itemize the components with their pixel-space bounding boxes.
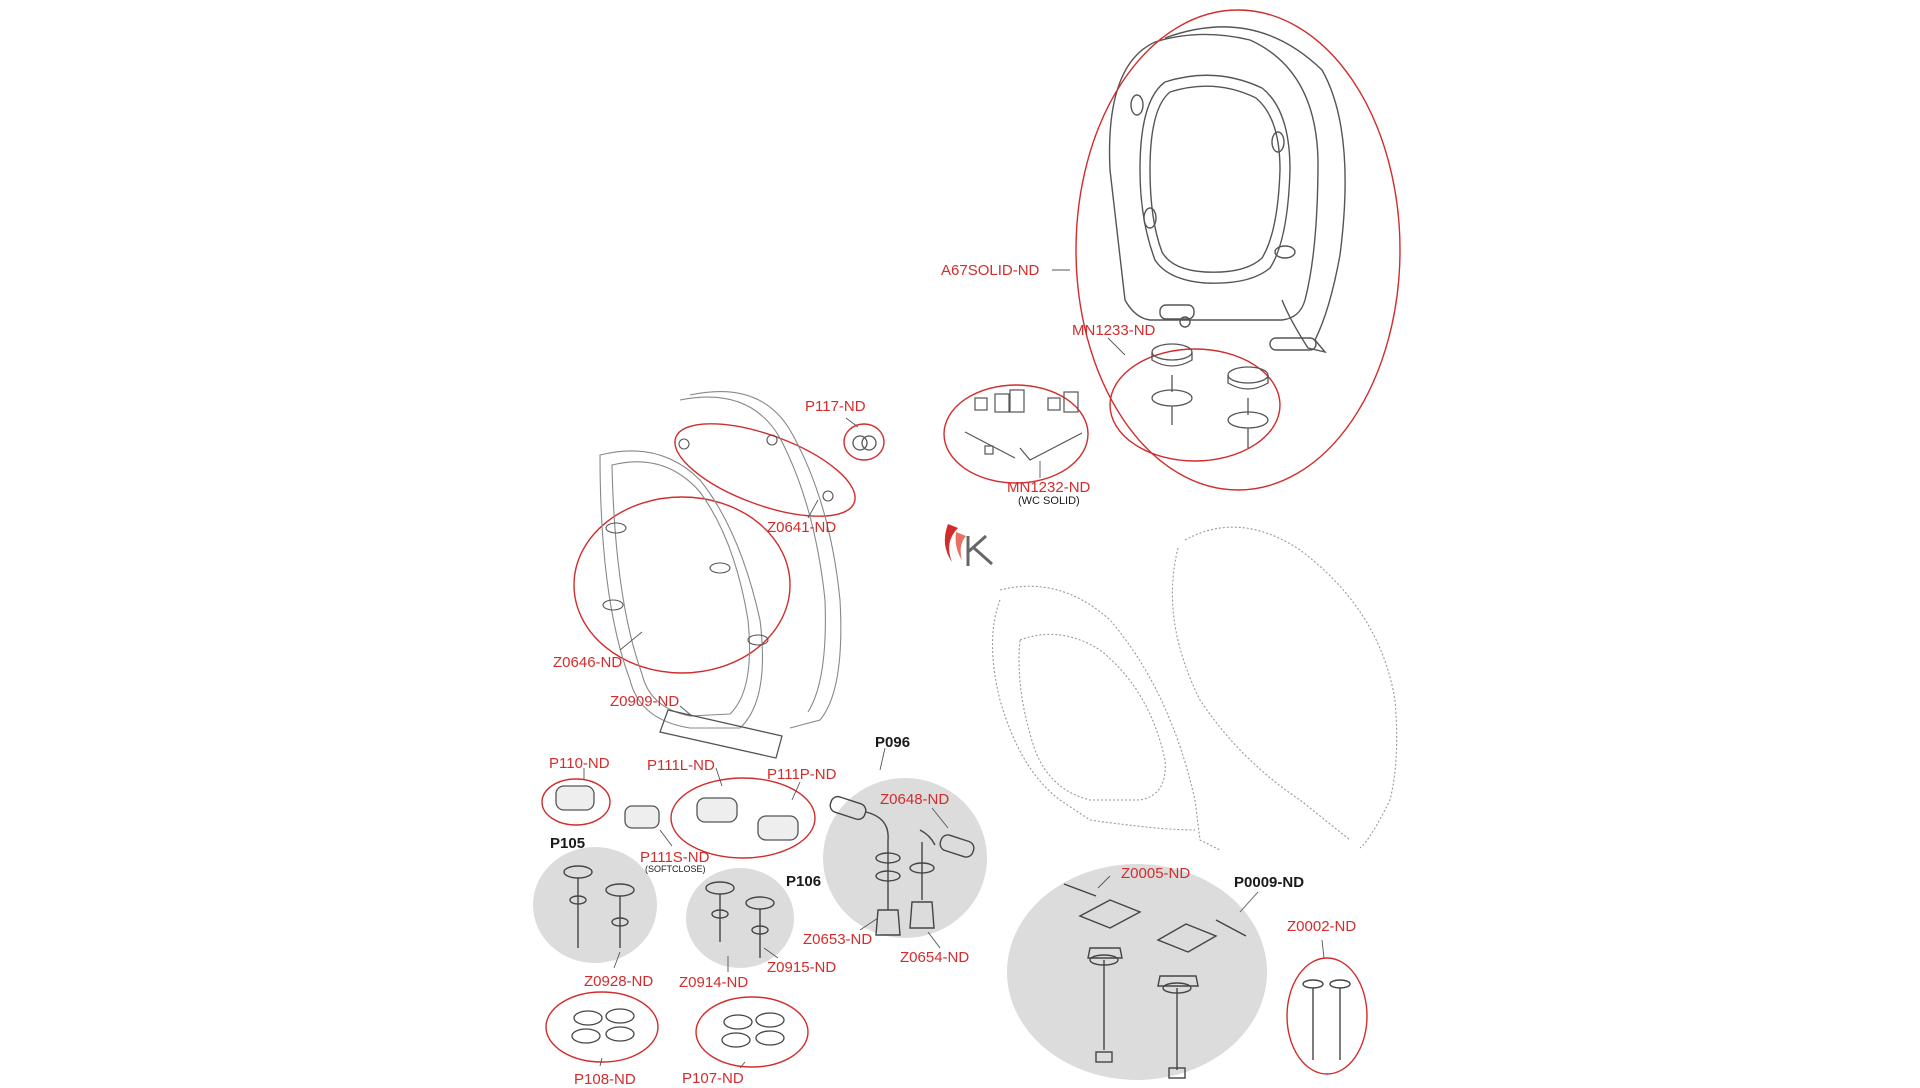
- p106-hardware: [705, 881, 775, 958]
- mn1232-outline: [943, 384, 1089, 484]
- left-seat-sketch: [599, 391, 842, 729]
- label-z0002: Z0002-ND: [1287, 918, 1357, 935]
- label-z0005: Z0005-ND: [1121, 865, 1191, 882]
- p096-hardware: [829, 795, 975, 936]
- z0002-outline: [1286, 957, 1368, 1075]
- mn1233-hinges: [1151, 343, 1269, 448]
- label-z0914: Z0914-ND: [679, 974, 749, 991]
- label-p096: P096: [875, 734, 911, 751]
- brand-logo: [944, 524, 993, 566]
- cap-pairs: [571, 1008, 785, 1048]
- p117-outline: [843, 423, 885, 461]
- mn1232-hardware: [964, 389, 1083, 461]
- p111-outline: [670, 777, 816, 859]
- p110-outline: [541, 778, 611, 826]
- a67solid-outline: [1075, 9, 1401, 491]
- p117-rings: [852, 435, 877, 451]
- group-backgrounds: [533, 778, 1267, 1080]
- part-group-outlines: [541, 9, 1401, 1075]
- label-p106: P106: [786, 873, 822, 890]
- a67solid-seat: [1108, 26, 1346, 354]
- label-mn1233: MN1233-ND: [1072, 322, 1156, 339]
- hinge-cylinders: [555, 785, 799, 841]
- label-z0909: Z0909-ND: [610, 693, 680, 710]
- label-p110: P110-ND: [549, 755, 610, 772]
- note-wc-solid: (WC SOLID): [1018, 495, 1080, 507]
- z0641-outline: [674, 423, 856, 517]
- label-p0009: P0009-ND: [1234, 874, 1305, 891]
- label-z0915: Z0915-ND: [767, 959, 837, 976]
- leader-lines: [583, 269, 1325, 1069]
- label-z0653: Z0653-ND: [803, 931, 873, 948]
- z0909-bar: [659, 709, 783, 759]
- label-z0928: Z0928-ND: [584, 973, 654, 990]
- note-softclose: (SOFTCLOSE): [645, 864, 706, 874]
- label-p111s: P111S-ND: [640, 849, 710, 866]
- p106-group-bg: [686, 868, 794, 968]
- label-z0648: Z0648-ND: [880, 791, 950, 808]
- label-p107: P107-ND: [682, 1070, 744, 1087]
- label-p111l: P111L-ND: [647, 757, 715, 774]
- p105-group-bg: [533, 847, 657, 963]
- label-mn1232: MN1232-ND: [1007, 479, 1091, 496]
- label-z0646: Z0646-ND: [553, 654, 623, 671]
- mn1233-outline: [1109, 348, 1281, 462]
- p105-hardware: [563, 865, 635, 948]
- z0646-outline: [573, 496, 791, 674]
- label-z0654: Z0654-ND: [900, 949, 970, 966]
- label-p111p: P111P-ND: [767, 766, 837, 783]
- right-seat-sketch: [992, 526, 1398, 851]
- p107-outline: [695, 996, 809, 1068]
- label-z0641: Z0641-ND: [767, 519, 837, 536]
- label-p105: P105: [550, 835, 586, 852]
- p108-outline: [545, 991, 659, 1063]
- p0009-hardware: [1063, 883, 1247, 1079]
- p0009-group-bg: [1007, 864, 1267, 1080]
- p096-group-bg: [823, 778, 987, 938]
- label-p117: P117-ND: [805, 398, 866, 415]
- z0002-bolts: [1302, 979, 1351, 1060]
- label-a67solid: A67SOLID-ND: [941, 262, 1040, 279]
